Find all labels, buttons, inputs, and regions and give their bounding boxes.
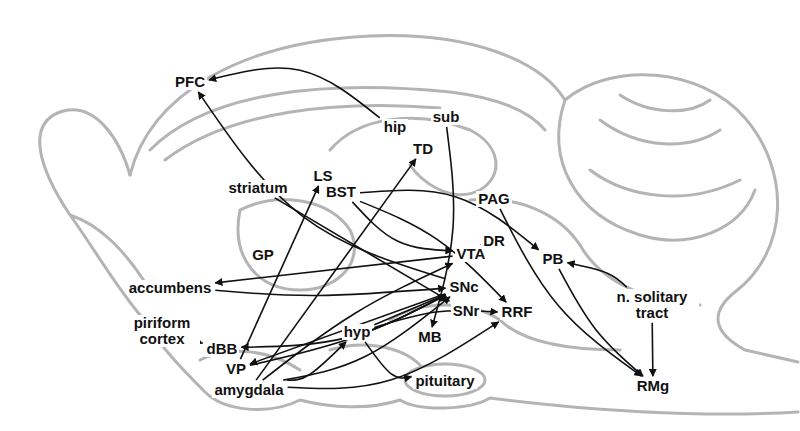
projection-arrow [209,68,380,118]
region-label: VTA [455,246,488,262]
projection-arrow [360,201,506,302]
region-name: VP [226,361,246,377]
projection-arrow [360,190,539,249]
region-name: SNc [449,279,478,295]
cerebellum [559,95,755,240]
region-name: dBB [207,341,238,357]
region-label: RRF [500,304,535,320]
pituitary-outline [405,364,485,396]
region-name: hip [384,119,407,135]
region-label: LS [311,168,334,184]
projection-arrow [559,269,643,376]
projection-arrow [288,322,499,389]
region-name: n. solitary tract [607,289,697,321]
region-label: PFC [173,74,207,90]
projection-arrow [374,295,445,325]
region-label: SNr [451,303,482,319]
region-label: MB [416,329,443,345]
projection-arrow [567,263,627,288]
midbrain-contour [390,199,700,350]
projection-arrow [365,342,411,378]
region-label: accumbens [127,280,214,296]
region-label: piriform cortex [124,315,200,347]
region-name: SNr [453,303,480,319]
ventricle-outline [238,200,354,290]
region-label: SNc [447,279,480,295]
region-name: PB [543,251,564,267]
region-name: MB [418,329,441,345]
region-label: dBB [205,341,240,357]
region-label: PAG [476,191,511,207]
region-name: RRF [502,304,533,320]
region-label: RMg [635,378,672,394]
region-name: accumbens [129,280,212,296]
region-label: sub [431,109,462,125]
region-name: piriform cortex [126,315,198,347]
region-name: hyp [344,324,371,340]
region-label: hyp [342,324,373,340]
region-label: hip [382,119,409,135]
region-label: pituitary [413,373,476,389]
brain-contour [130,36,798,362]
region-name: pituitary [415,373,474,389]
region-name: amygdala [214,382,283,398]
corpus-callosum [150,88,545,160]
region-name: VTA [457,246,486,262]
region-label: PB [541,251,566,267]
region-label: striatum [226,180,289,196]
region-name: striatum [228,180,287,196]
projection-arrow [215,288,445,295]
projection-arrow [283,297,450,380]
projection-arrow [352,202,452,251]
region-name: RMg [637,378,670,394]
region-name: PFC [175,74,205,90]
projection-arrow [263,263,453,380]
region-label: BST [324,184,358,200]
region-label: VP [224,361,248,377]
projection-arrow [201,342,203,344]
projection-arrow [198,92,445,279]
projection-arrow [250,295,445,365]
region-label: n. solitary tract [605,289,699,321]
region-name: GP [252,247,274,263]
brainstem-contour [140,315,798,414]
region-name: PAG [478,191,509,207]
region-name: TD [413,141,433,157]
projection-arrow [250,294,445,364]
projection-arrow [651,323,653,376]
region-name: LS [313,168,332,184]
region-name: sub [433,109,460,125]
region-label: GP [250,247,276,263]
region-name: BST [326,184,356,200]
region-label: amygdala [212,382,285,398]
region-label: TD [411,141,435,157]
